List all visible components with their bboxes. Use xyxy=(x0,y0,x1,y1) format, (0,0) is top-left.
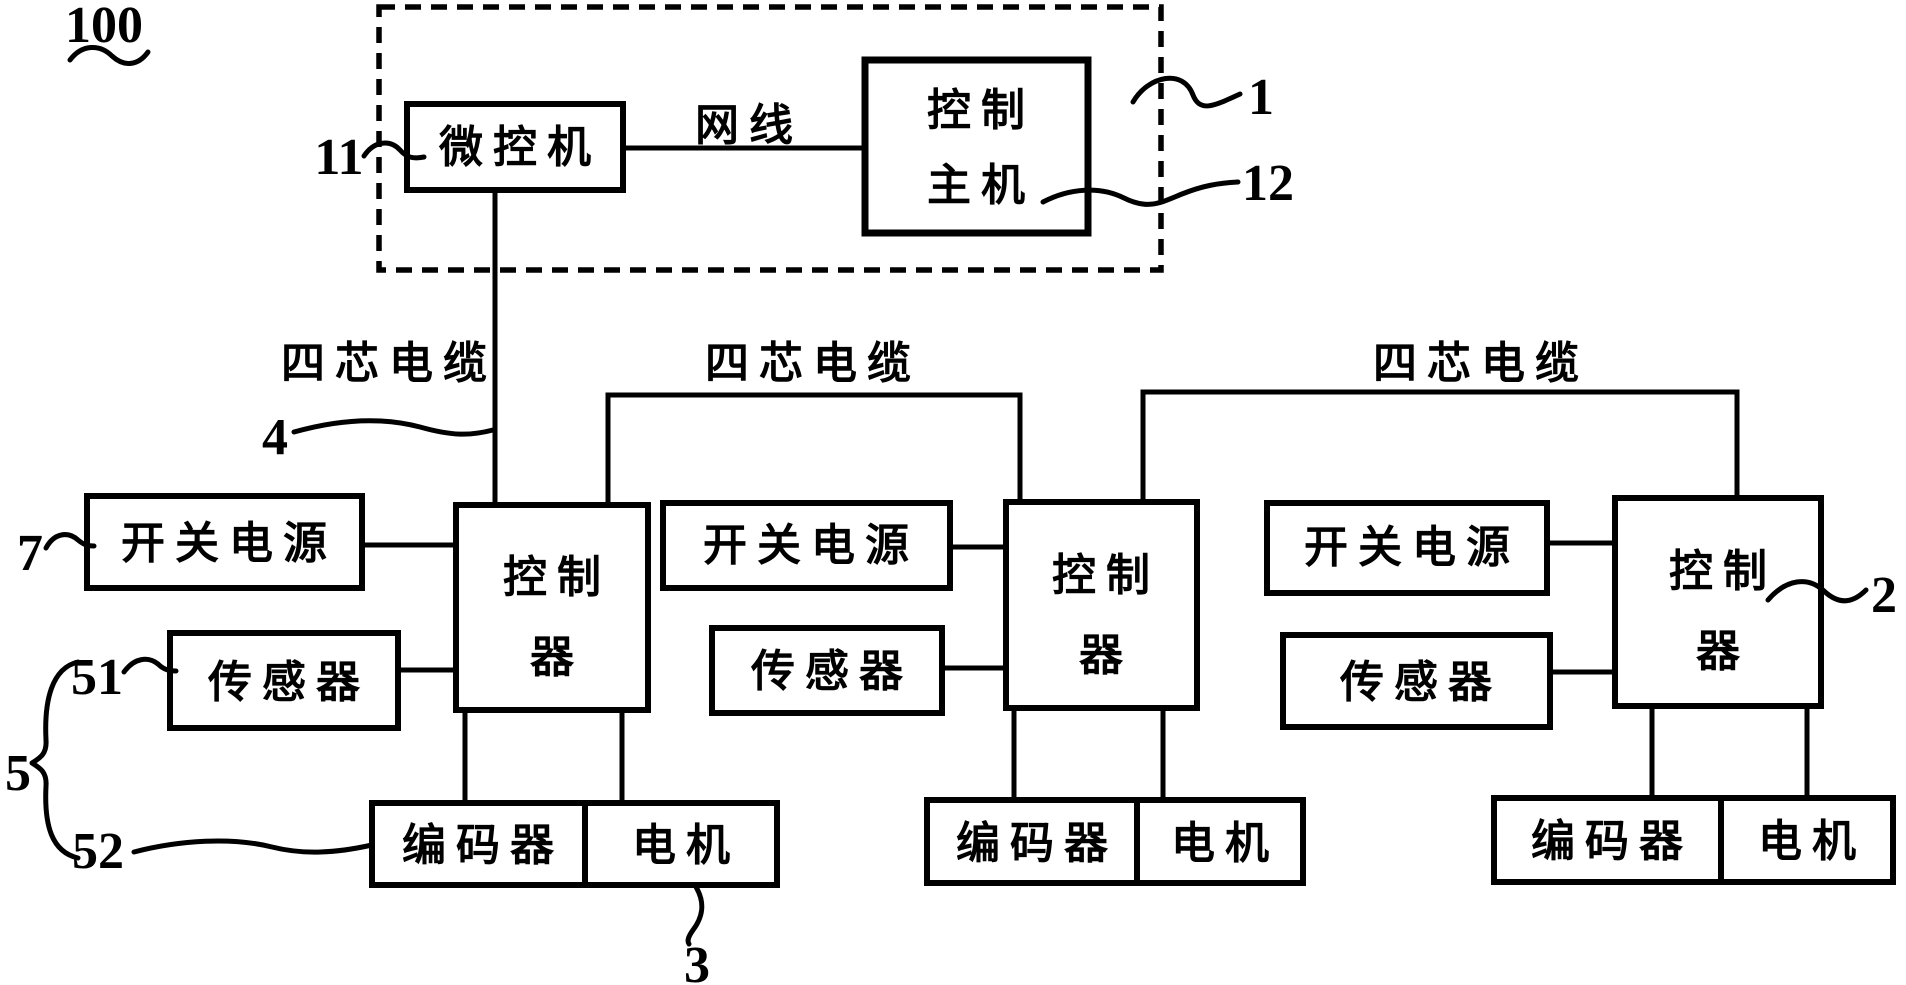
ref-4: 4 xyxy=(262,409,288,466)
encoder-label-1: 编码器 xyxy=(402,820,564,871)
ref-4-leader-squiggle xyxy=(291,418,496,437)
ref-3-leader-squiggle xyxy=(685,884,705,947)
ref-52-leader-squiggle xyxy=(131,838,375,855)
power-supply-label-3: 开关电源 xyxy=(1304,522,1520,573)
cable-1-label: 四芯电缆 xyxy=(281,338,497,389)
microcontroller-label: 微控机 xyxy=(438,122,601,173)
controller-label-1-line1: 控制 xyxy=(503,552,611,603)
control-host-label-line2: 主机 xyxy=(927,160,1035,211)
cable-2-label: 四芯电缆 xyxy=(705,338,921,389)
controller-label-2-line2: 器 xyxy=(1079,630,1133,681)
host-group-dashed-boundary xyxy=(376,4,1164,273)
sensor-box-3 xyxy=(1280,632,1553,730)
cable-2-line xyxy=(605,392,1023,505)
ref-1: 1 xyxy=(1248,69,1274,126)
ref-11-leader-squiggle xyxy=(361,140,427,161)
ref-11: 11 xyxy=(314,129,363,186)
ref-7: 7 xyxy=(17,525,43,582)
controller-label-3-line2: 器 xyxy=(1696,626,1750,677)
motor-label-2: 电机 xyxy=(1171,818,1279,869)
power-supply-label-2: 开关电源 xyxy=(703,520,919,571)
control-host-label-line1: 控制 xyxy=(927,85,1035,136)
ref-2-leader-squiggle xyxy=(1765,579,1869,604)
ref-2: 2 xyxy=(1871,567,1897,624)
controller-label-1-line2: 器 xyxy=(530,632,584,683)
ref-12: 12 xyxy=(1242,155,1294,212)
motor-box-2 xyxy=(1134,797,1306,886)
motor-label-3: 电机 xyxy=(1758,816,1866,867)
control-host-box xyxy=(861,56,1092,237)
sensor-label-2: 传感器 xyxy=(750,646,913,697)
ref-1-leader-squiggle xyxy=(1130,75,1243,109)
motor-label-1: 电机 xyxy=(632,820,740,871)
cable-3-line xyxy=(1140,389,1740,502)
figure-ref-underline-squiggle xyxy=(67,45,151,66)
ref-12-leader-squiggle xyxy=(1040,179,1241,207)
power-supply-label-1: 开关电源 xyxy=(121,518,337,569)
ref-51: 51 xyxy=(71,649,123,706)
controller-label-2-line1: 控制 xyxy=(1052,550,1160,601)
ref-51-leader-squiggle xyxy=(121,656,179,675)
sensor-label-1: 传感器 xyxy=(207,657,370,708)
ref-7-leader-squiggle xyxy=(43,532,97,551)
encoder-label-3: 编码器 xyxy=(1531,816,1693,867)
encoder-label-2: 编码器 xyxy=(956,818,1118,869)
controller-box-3 xyxy=(1612,495,1824,709)
controller-label-3-line1: 控制 xyxy=(1669,546,1777,597)
power-supply-box-3 xyxy=(1264,500,1550,596)
motor-box-3 xyxy=(1718,795,1896,885)
sensor-label-3: 传感器 xyxy=(1339,657,1502,708)
motor-box-1 xyxy=(582,800,780,888)
ref-5-brace xyxy=(29,659,81,861)
network-cable-label: 网线 xyxy=(695,100,803,151)
controller-box-1 xyxy=(453,502,651,713)
ref-52: 52 xyxy=(72,823,124,880)
power-supply-box-1 xyxy=(84,493,365,591)
ref-5: 5 xyxy=(5,745,31,802)
sensor-box-1 xyxy=(167,630,401,731)
figure-ref-100: 100 xyxy=(65,0,143,54)
cable-3-label: 四芯电缆 xyxy=(1373,338,1589,389)
controller-box-2 xyxy=(1003,499,1200,711)
